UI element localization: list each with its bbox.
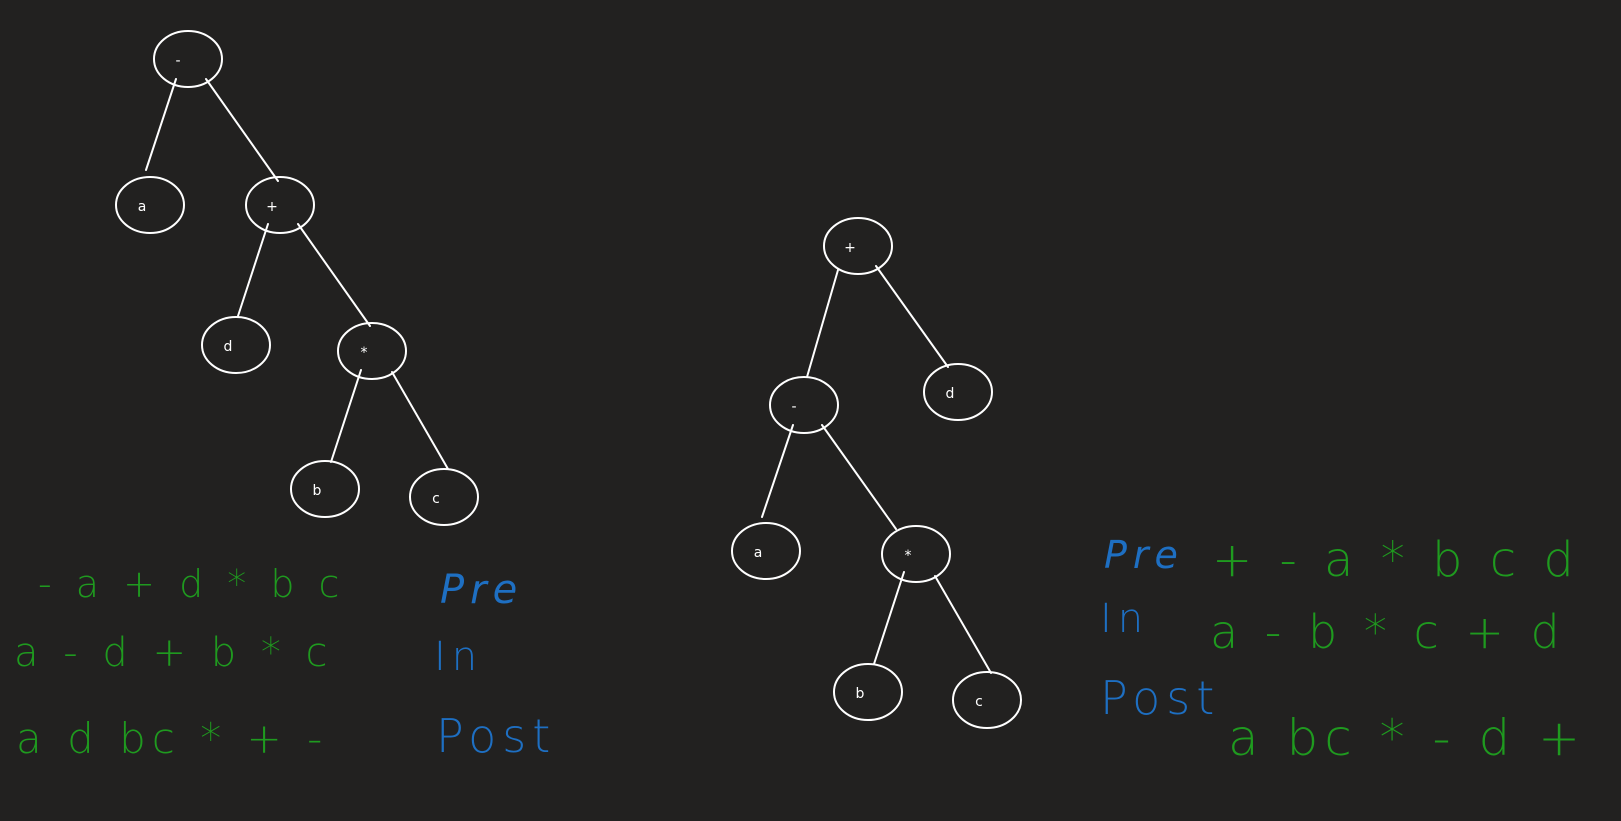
node-label: +: [266, 199, 278, 215]
postorder-label: Post: [436, 709, 556, 763]
inorder-label: In: [434, 634, 483, 680]
edge-plus-d: [237, 223, 269, 317]
tree-node: a: [731, 522, 801, 580]
edge-star-b: [873, 571, 905, 665]
node-label: +: [844, 240, 856, 256]
node-label: c: [975, 694, 983, 710]
tree-node: c: [952, 671, 1022, 729]
tree-node: b: [833, 663, 903, 721]
tree-node: +: [823, 217, 893, 275]
tree-node: -: [769, 376, 839, 434]
tree-node: c: [409, 468, 479, 526]
preorder-expression: + - a * b c d: [1212, 532, 1580, 588]
edge-star-c: [934, 575, 992, 674]
tree-right: + - d a * b c: [731, 217, 1022, 729]
tree-node: +: [245, 176, 315, 234]
edge-star-b: [330, 369, 362, 463]
node-label: d: [946, 386, 955, 402]
notes-right: Pre In Post + - a * b c d a - b * c + d …: [1100, 532, 1586, 767]
tree-node: *: [337, 322, 407, 380]
tree-node: d: [923, 363, 993, 421]
preorder-label: Pre: [440, 567, 523, 613]
node-label: a: [138, 199, 147, 215]
preorder-expression: - a + d * b c: [38, 562, 345, 606]
inorder-label: In: [1100, 596, 1149, 642]
node-label: b: [856, 686, 865, 702]
tree-node: d: [201, 316, 271, 374]
preorder-label: Pre: [1104, 533, 1184, 577]
edge-minus-a: [761, 424, 794, 518]
tree-node: a: [115, 176, 185, 234]
edge-minus-star: [821, 424, 897, 530]
inorder-expression: a - b * c + d: [1210, 605, 1566, 659]
tree-node: -: [153, 30, 223, 88]
edge-plus-star: [297, 223, 371, 327]
postorder-label: Post: [1100, 671, 1220, 725]
node-label: d: [224, 339, 233, 355]
inorder-expression: a - d + b * c: [14, 630, 334, 676]
postorder-expression: a bc * - d +: [1228, 709, 1586, 767]
node-label: c: [432, 491, 440, 507]
edge-root-minus: [806, 269, 839, 378]
node-label: *: [361, 345, 368, 361]
tree-left: - a + d * b c: [115, 30, 479, 526]
tree-node: b: [290, 460, 360, 518]
notes-left: - a + d * b c a - d + b * c a d bc * + -…: [14, 562, 556, 763]
postorder-expression: a d bc * + -: [16, 714, 328, 763]
node-label: b: [313, 483, 322, 499]
edge-root-d: [875, 265, 949, 368]
node-label: a: [754, 545, 763, 561]
tree-node: *: [881, 525, 951, 583]
node-label: -: [791, 399, 796, 415]
edge-star-c: [391, 371, 449, 470]
node-label: *: [905, 548, 912, 564]
edge-root-a: [145, 78, 177, 171]
edge-root-plus: [205, 78, 279, 182]
node-label: -: [175, 53, 180, 69]
